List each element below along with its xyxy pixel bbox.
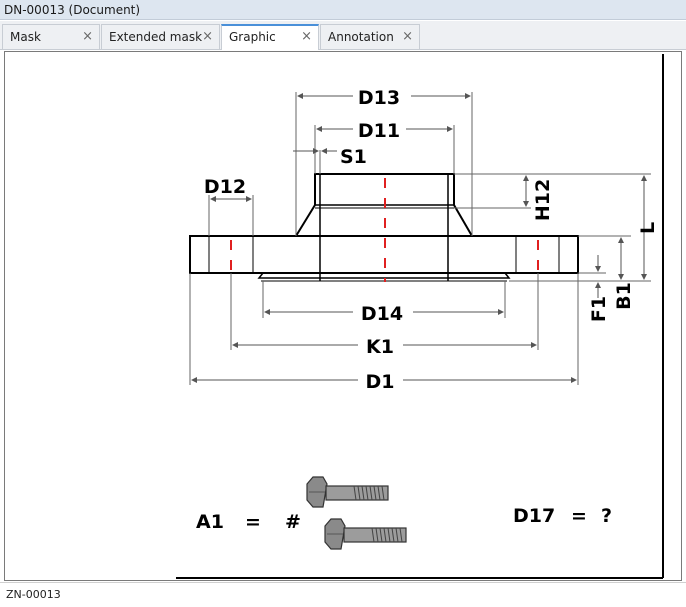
tab-annotation[interactable]: Annotation × [320,24,420,49]
d17-label: D17 [513,505,555,527]
dim-label-d1: D1 [366,371,395,393]
tab-label: Mask [10,30,41,44]
bolt-icon [306,476,389,508]
a1-equals: = [245,511,261,533]
flange-drawing: D13 D11 S1 D12 H12 L D14 K1 D1 F1 B1 A1 … [176,54,664,579]
tab-label: Extended mask [109,30,203,44]
dim-label-f1: F1 [588,296,610,322]
dim-label-l: L [637,222,659,234]
close-icon[interactable]: × [82,29,93,44]
tab-label: Annotation [328,30,394,44]
close-icon[interactable]: × [402,29,413,44]
tab-mask[interactable]: Mask × [2,24,100,49]
status-bar: ZN-00013 [0,582,686,606]
dim-label-k1: K1 [366,336,394,358]
d17-value: ? [601,505,612,527]
d17-equals: = [571,505,587,527]
close-icon[interactable]: × [301,29,312,44]
status-text: ZN-00013 [6,588,61,601]
dim-label-d14: D14 [361,303,403,325]
dim-label-s1: S1 [340,146,367,168]
tab-bar: Mask × Extended mask × Graphic × Annotat… [0,21,686,50]
tab-label: Graphic [229,30,276,44]
a1-label: A1 [196,511,224,533]
extension-lines [189,92,651,385]
dim-label-d13: D13 [358,87,400,109]
dim-label-h12: H12 [532,179,554,221]
graphic-panel[interactable]: D13 D11 S1 D12 H12 L D14 K1 D1 F1 B1 A1 … [4,51,682,581]
dim-label-d11: D11 [358,120,400,142]
bolt-icon [324,518,407,550]
window-title: DN-00013 (Document) [0,0,686,20]
center-lines [230,178,539,282]
close-icon[interactable]: × [202,29,213,44]
tab-graphic[interactable]: Graphic × [221,24,319,50]
tab-extended-mask[interactable]: Extended mask × [101,24,220,49]
dim-label-b1: B1 [613,282,635,310]
a1-value: # [285,511,301,533]
dimension-lines [191,93,647,383]
dim-label-d12: D12 [204,176,246,198]
